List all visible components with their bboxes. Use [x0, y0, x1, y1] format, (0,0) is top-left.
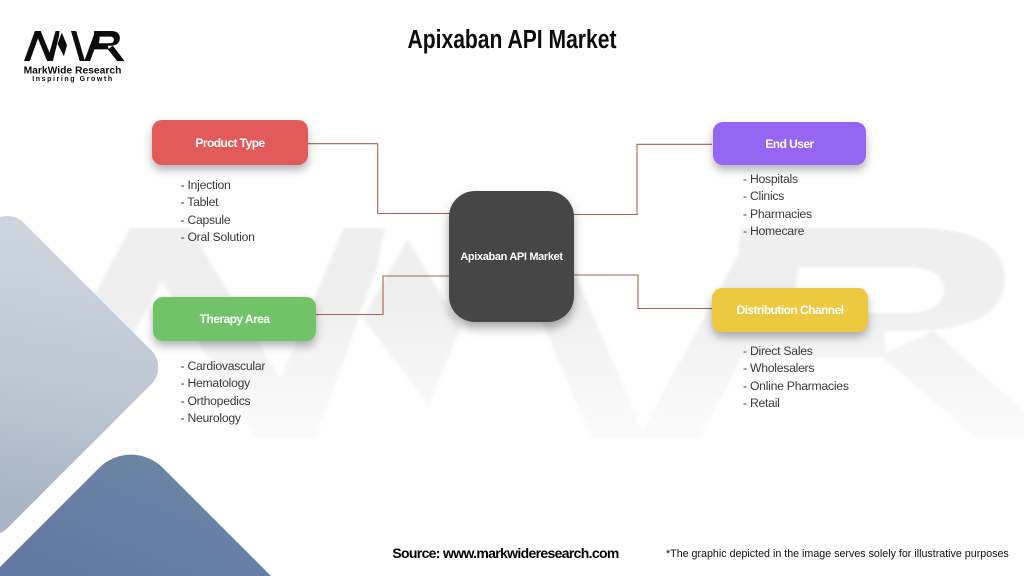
svg-text:MarkWide Research: MarkWide Research: [24, 66, 122, 77]
svg-text:Inspiring Growth: Inspiring Growth: [32, 76, 114, 83]
